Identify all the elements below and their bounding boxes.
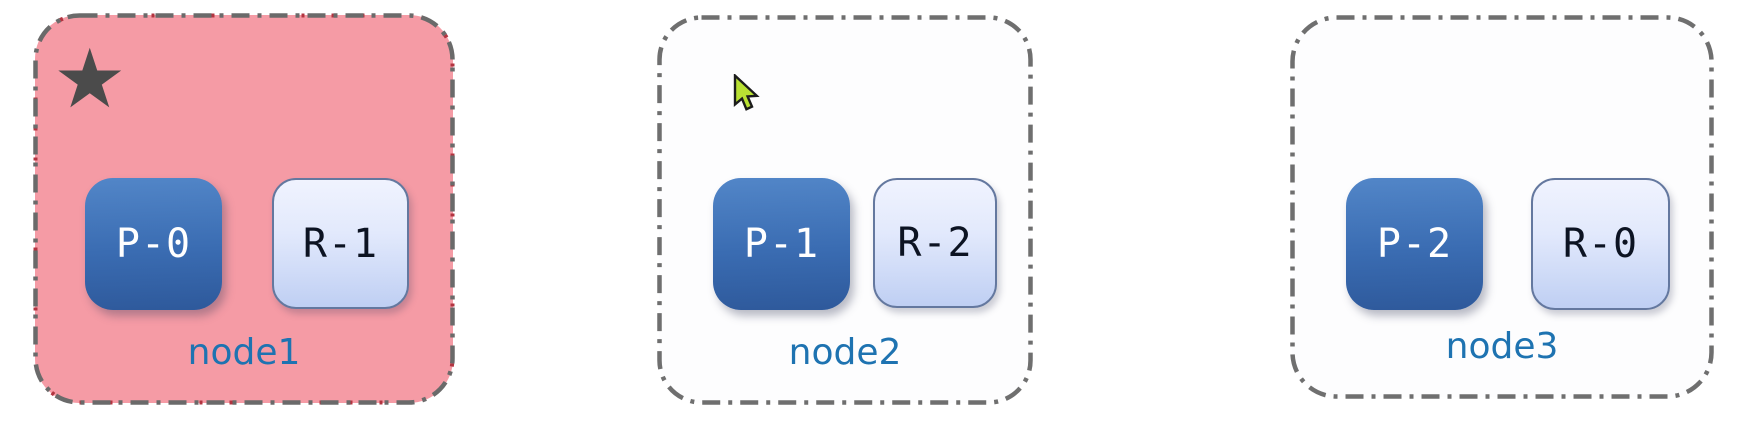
resource-box-r2[interactable]: R-2 <box>873 178 997 308</box>
node3-label: node3 <box>1445 326 1559 367</box>
star-icon: ★ <box>53 32 127 127</box>
process-box-label: P-2 <box>1376 221 1453 267</box>
node-node3[interactable]: P-2 R-0 node3 <box>1290 15 1714 399</box>
resource-box-label: R-2 <box>897 220 973 266</box>
process-box-label: P-0 <box>115 221 192 267</box>
node1-label: node1 <box>187 332 301 373</box>
node-node2[interactable]: P-1 R-2 node2 <box>657 15 1033 405</box>
node2-label: node2 <box>788 332 902 373</box>
process-box-p2[interactable]: P-2 <box>1346 178 1483 310</box>
node-node1[interactable]: ★ P-0 R-1 node1 <box>33 13 455 405</box>
resource-box-label: R-0 <box>1562 221 1639 267</box>
resource-box-r0[interactable]: R-0 <box>1531 178 1670 310</box>
resource-box-label: R-1 <box>302 220 379 267</box>
process-box-label: P-1 <box>743 221 820 267</box>
resource-box-r1[interactable]: R-1 <box>272 178 409 309</box>
process-box-p0[interactable]: P-0 <box>85 178 222 310</box>
process-box-p1[interactable]: P-1 <box>713 178 850 310</box>
